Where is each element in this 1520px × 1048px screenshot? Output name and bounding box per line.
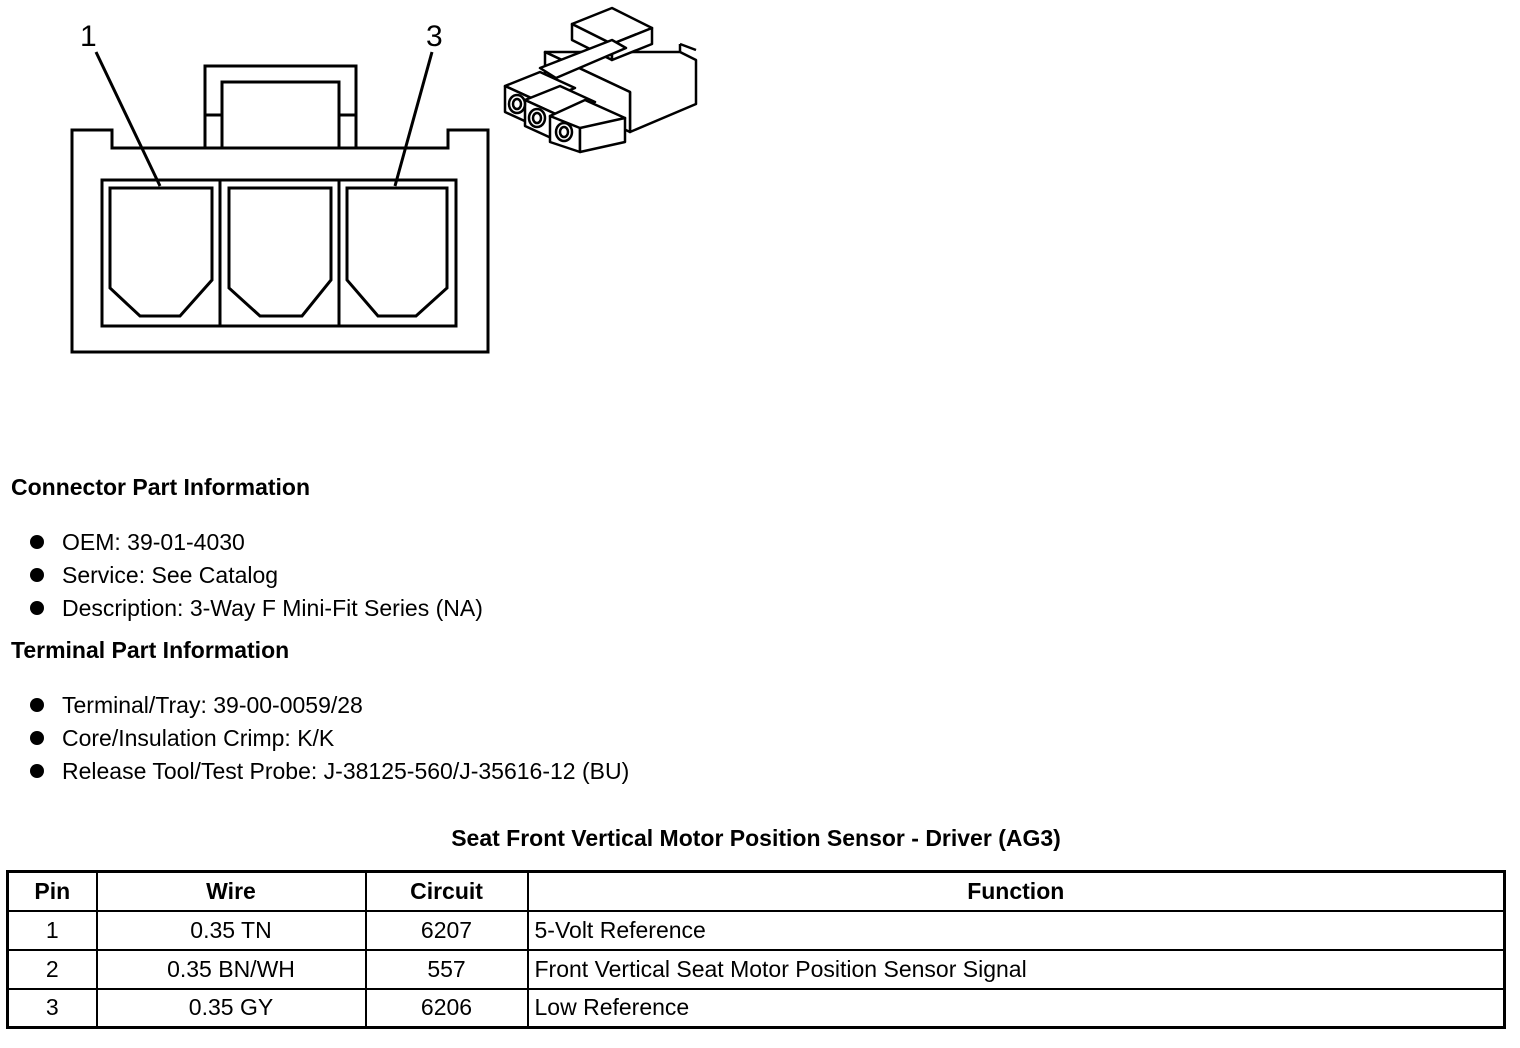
table-title: Seat Front Vertical Motor Position Senso…: [451, 825, 1061, 851]
connector-part-info-list: OEM: 39-01-4030 Service: See Catalog Des…: [28, 526, 483, 625]
connector-part-info-heading: Connector Part Information: [11, 474, 311, 500]
cell-function: Front Vertical Seat Motor Position Senso…: [526, 948, 1506, 990]
leader-line-pin-3: [393, 51, 434, 187]
list-item-text: Core/Insulation Crimp: K/K: [62, 725, 335, 751]
table-row: 3 0.35 GY 6206 Low Reference: [6, 987, 1506, 1029]
pin-label-1: 1: [80, 20, 97, 53]
bullet-icon: [30, 535, 44, 549]
bullet-icon: [30, 568, 44, 582]
column-header-circuit: Circuit: [364, 870, 529, 912]
list-item-text: OEM: 39-01-4030: [62, 529, 245, 555]
connector-diagram: 1 3: [70, 6, 698, 354]
list-item-text: Release Tool/Test Probe: J-38125-560/J-3…: [62, 758, 630, 784]
cavity-1: [108, 186, 214, 318]
list-item: Service: See Catalog: [28, 559, 483, 592]
cavity-3: [345, 186, 449, 318]
list-item: Terminal/Tray: 39-00-0059/28: [28, 689, 629, 722]
column-header-wire: Wire: [95, 870, 367, 912]
column-header-function: Function: [526, 870, 1506, 912]
cell-function: 5-Volt Reference: [526, 909, 1506, 951]
pin-label-3: 3: [426, 20, 443, 53]
cell-circuit: 6206: [364, 987, 529, 1029]
cell-pin: 1: [6, 909, 98, 951]
connector-isometric-illustration: [503, 6, 698, 154]
pin-function-table: Pin Wire Circuit Function 1 0.35 TN 6207…: [6, 870, 1506, 1029]
list-item: OEM: 39-01-4030: [28, 526, 483, 559]
cell-wire: 0.35 GY: [95, 987, 367, 1029]
list-item: Core/Insulation Crimp: K/K: [28, 722, 629, 755]
list-item-text: Service: See Catalog: [62, 562, 279, 588]
table-header-row: Pin Wire Circuit Function: [6, 870, 1506, 912]
bullet-icon: [30, 601, 44, 615]
cell-function: Low Reference: [526, 987, 1506, 1029]
cell-circuit: 557: [364, 948, 529, 990]
terminal-part-info-list: Terminal/Tray: 39-00-0059/28 Core/Insula…: [28, 689, 629, 788]
list-item-text: Terminal/Tray: 39-00-0059/28: [62, 692, 363, 718]
cell-wire: 0.35 TN: [95, 909, 367, 951]
cell-wire: 0.35 BN/WH: [95, 948, 367, 990]
table-row: 1 0.35 TN 6207 5-Volt Reference: [6, 909, 1506, 951]
list-item-text: Description: 3-Way F Mini-Fit Series (NA…: [62, 595, 483, 621]
bullet-icon: [30, 764, 44, 778]
leader-line-pin-1: [94, 51, 162, 187]
cell-circuit: 6207: [364, 909, 529, 951]
column-header-pin: Pin: [6, 870, 98, 912]
bullet-icon: [30, 731, 44, 745]
bullet-icon: [30, 698, 44, 712]
cell-pin: 2: [6, 948, 98, 990]
list-item: Description: 3-Way F Mini-Fit Series (NA…: [28, 592, 483, 625]
terminal-part-info-heading: Terminal Part Information: [11, 637, 290, 663]
table-row: 2 0.35 BN/WH 557 Front Vertical Seat Mot…: [6, 948, 1506, 990]
cavity-2: [227, 186, 333, 318]
list-item: Release Tool/Test Probe: J-38125-560/J-3…: [28, 755, 629, 788]
cell-pin: 3: [6, 987, 98, 1029]
